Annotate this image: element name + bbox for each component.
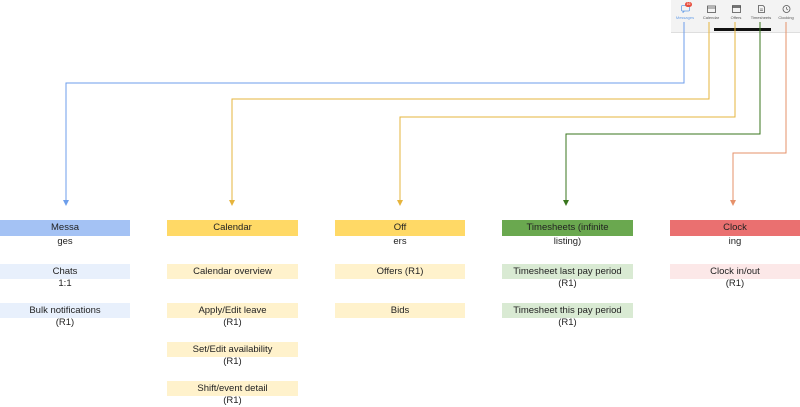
node-timesheet-last-period-line2: (R1) [558, 278, 577, 289]
node-timesheet-last-period: Timesheet last pay period (R1) [502, 264, 633, 289]
node-clocking-line1: Clock [723, 222, 747, 233]
node-calendar: Calendar [167, 220, 298, 236]
node-calendar-overview: Calendar overview [167, 264, 298, 279]
node-timesheet-this-period: Timesheet this pay period (R1) [502, 303, 633, 328]
node-timesheets: Timesheets (infinite listing) [502, 220, 633, 247]
node-calendar-line1: Calendar [213, 222, 252, 233]
node-clock-in-out-line2: (R1) [725, 278, 745, 289]
node-bulk-notifications-line2: (R1) [55, 317, 75, 328]
unread-badge: 16 [685, 2, 692, 7]
tab-timesheets-label: Timesheets [750, 15, 772, 20]
node-apply-edit-leave-line1: Apply/Edit leave [198, 305, 267, 316]
node-bulk-notifications: Bulk notifications (R1) [0, 303, 130, 328]
node-offers-line1: Off [393, 222, 407, 233]
node-messages-line1: Messa [51, 222, 79, 233]
tab-clocking[interactable]: Clocking [773, 0, 799, 30]
connector-messages [63, 22, 685, 206]
clock-icon [782, 5, 790, 13]
node-timesheets-line1: Timesheets (infinite [526, 222, 609, 233]
tab-messages-label: Messages [675, 15, 695, 20]
node-messages: Messa ges [0, 220, 130, 247]
offers-icon [731, 5, 741, 13]
node-clocking-line2: ing [728, 236, 742, 247]
node-clock-in-out: Clock in/out (R1) [670, 264, 800, 289]
node-offers-line2: ers [393, 236, 407, 247]
node-calendar-overview-line1: Calendar overview [193, 266, 272, 277]
timesheet-icon [757, 5, 765, 13]
connector-clocking [730, 22, 787, 206]
active-tab-indicator [714, 28, 771, 31]
node-chats-line2: 1:1 [58, 278, 72, 289]
node-offers: Off ers [335, 220, 465, 247]
node-shift-event-detail-line2: (R1) [223, 395, 242, 406]
node-chats: Chats 1:1 [0, 264, 130, 289]
tab-messages[interactable]: 16 Messages [672, 0, 698, 30]
connector-calendar [229, 22, 710, 206]
tab-timesheets[interactable]: Timesheets [748, 0, 774, 30]
node-timesheet-this-period-line2: (R1) [558, 317, 577, 328]
node-timesheets-line2: listing) [553, 236, 582, 247]
tab-calendar-label: Calendar [702, 15, 720, 20]
tab-offers-label: Offers [730, 15, 742, 20]
tab-calendar[interactable]: Calendar [698, 0, 724, 30]
node-bids-line1: Bids [390, 305, 410, 316]
node-timesheet-this-period-line1: Timesheet this pay period [513, 305, 622, 316]
tab-offers[interactable]: Offers [723, 0, 749, 30]
node-timesheet-last-period-line1: Timesheet last pay period [513, 266, 622, 277]
node-set-edit-availability-line2: (R1) [223, 356, 242, 367]
tab-clocking-label: Clocking [778, 15, 794, 20]
node-clock-in-out-line1: Clock in/out [710, 266, 760, 277]
node-chats-line1: Chats [52, 266, 78, 277]
node-offers-r1: Offers (R1) [335, 264, 465, 279]
node-apply-edit-leave: Apply/Edit leave (R1) [167, 303, 298, 328]
connector-offers [397, 22, 736, 206]
node-shift-event-detail: Shift/event detail (R1) [167, 381, 298, 406]
node-set-edit-availability: Set/Edit availability (R1) [167, 342, 298, 367]
node-offers-r1-line1: Offers (R1) [376, 266, 424, 277]
node-clocking: Clock ing [670, 220, 800, 247]
node-apply-edit-leave-line2: (R1) [223, 317, 242, 328]
node-bulk-notifications-line1: Bulk notifications [29, 305, 101, 316]
node-set-edit-availability-line1: Set/Edit availability [192, 344, 273, 355]
connector-timesheets [563, 22, 761, 206]
node-messages-line2: ges [57, 236, 73, 247]
node-shift-event-detail-line1: Shift/event detail [197, 383, 268, 394]
calendar-icon [706, 5, 716, 13]
node-bids: Bids [335, 303, 465, 318]
